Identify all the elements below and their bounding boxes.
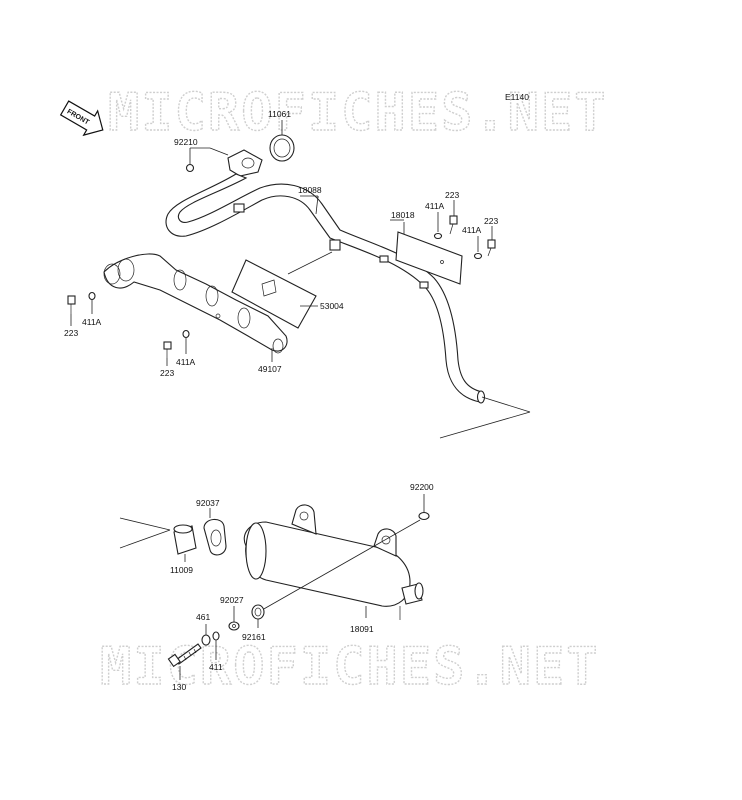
- washer-411: [212, 631, 220, 641]
- label-49107: 49107: [258, 364, 282, 374]
- bracket-plate-18018: [379, 231, 463, 289]
- label-18088: 18088: [298, 185, 322, 195]
- nut-92210: [185, 163, 195, 173]
- label-18018: 18018: [391, 210, 415, 220]
- label-18091: 18091: [350, 624, 374, 634]
- label-92161: 92161: [242, 632, 266, 642]
- washer-461: [201, 634, 211, 646]
- label-92200: 92200: [410, 482, 434, 492]
- bolt-223-c: [67, 295, 76, 314]
- washer-411A-c: [88, 291, 96, 301]
- washer-92027: [228, 621, 240, 631]
- watermark-bottom: MICROFICHES.NET: [100, 637, 600, 697]
- label-461: 461: [196, 612, 210, 622]
- gasket-92200: [418, 511, 430, 521]
- label-92037: 92037: [196, 498, 220, 508]
- gasket-11061: [269, 134, 295, 162]
- front-arrow-icon: FRONT: [59, 100, 104, 137]
- label-92027: 92027: [220, 595, 244, 605]
- washer-411A-a: [433, 232, 443, 240]
- bolt-223-b: [487, 239, 496, 257]
- label-223-c: 223: [64, 328, 78, 338]
- label-92210: 92210: [174, 137, 198, 147]
- label-223-d: 223: [160, 368, 174, 378]
- washer-411A-d: [182, 329, 190, 339]
- label-11061: 11061: [268, 109, 291, 119]
- heat-shield-53004: [231, 259, 317, 329]
- label-411A-a: 411A: [425, 201, 445, 211]
- label-130: 130: [172, 682, 186, 692]
- muffler-18091: [243, 504, 424, 620]
- label-223-a: 223: [445, 190, 459, 200]
- bolt-130: [167, 643, 202, 668]
- diagram-code: E1140: [505, 92, 529, 102]
- label-411: 411: [209, 662, 223, 672]
- grommet-92161: [251, 604, 265, 620]
- label-411A-d: 411A: [176, 357, 196, 367]
- clamp-92037: [203, 518, 227, 556]
- connector-pipe-11009: [173, 524, 197, 555]
- washer-411A-b: [473, 252, 483, 260]
- bolt-223-d: [163, 341, 172, 358]
- label-53004: 53004: [320, 301, 344, 311]
- heat-cover-49107: [103, 253, 288, 354]
- header-pipe-18088: [165, 149, 486, 404]
- bolt-223-a: [449, 215, 458, 235]
- watermark-top: MICROFICHES.NET: [108, 83, 608, 143]
- label-411A-b: 411A: [462, 225, 482, 235]
- label-411A-c: 411A: [82, 317, 102, 327]
- label-223-b: 223: [484, 216, 498, 226]
- label-11009: 11009: [170, 565, 193, 575]
